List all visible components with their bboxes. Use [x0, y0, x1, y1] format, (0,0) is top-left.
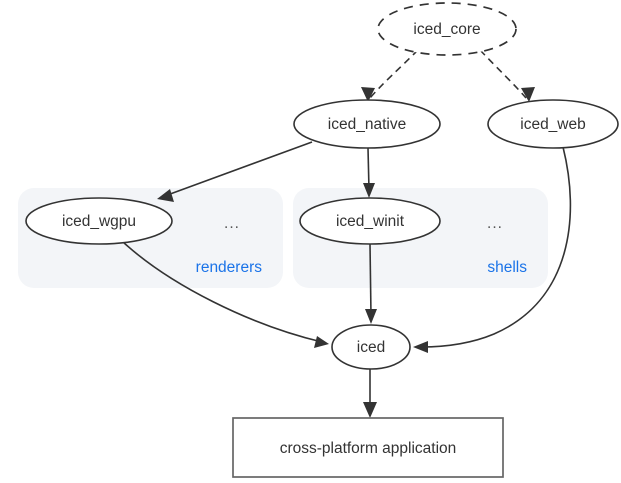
node-iced-native[interactable]: iced_native: [293, 99, 441, 149]
edge-web-to-iced: [420, 146, 572, 348]
edge-winit-to-iced-arrowhead: [365, 309, 377, 324]
node-iced-label: iced: [357, 339, 385, 356]
renderers-more-icon: ...: [224, 215, 240, 232]
group-label-shells: shells: [487, 259, 527, 276]
node-application[interactable]: cross-platform application: [232, 417, 504, 478]
edge-web-to-iced-arrowhead: [413, 341, 428, 353]
node-iced-winit-shape: [299, 197, 441, 245]
edges-layer: [122, 49, 572, 418]
edge-iced-to-application-arrowhead: [363, 402, 377, 418]
shells-more-icon: ...: [487, 215, 503, 232]
edge-core-to-web-arrowhead: [521, 87, 535, 102]
node-iced-web-shape: [487, 99, 619, 149]
node-iced-core-label: iced_core: [413, 21, 480, 38]
edge-wgpu-to-iced: [122, 241, 323, 343]
edge-native-to-winit-arrowhead: [363, 183, 375, 198]
nodes-layer: iced_core iced_native iced_web iced_wgpu…: [25, 2, 619, 478]
node-iced-winit[interactable]: iced_winit: [299, 197, 441, 245]
edge-core-to-native-arrowhead: [361, 87, 375, 102]
group-label-renderers: renderers: [196, 259, 263, 276]
node-iced-wgpu[interactable]: iced_wgpu: [25, 197, 173, 245]
node-iced-native-shape: [293, 99, 441, 149]
node-application-shape: [232, 417, 504, 478]
node-iced-core-shape: [377, 2, 517, 56]
node-iced-winit-label: iced_winit: [336, 213, 405, 230]
node-iced-core[interactable]: iced_core: [377, 2, 517, 56]
more-markers-layer: ... ...: [224, 215, 503, 232]
node-iced[interactable]: iced: [331, 324, 411, 370]
node-iced-wgpu-shape: [25, 197, 173, 245]
edge-wgpu-to-iced-arrowhead: [314, 336, 329, 348]
edge-native-to-wgpu: [161, 141, 313, 198]
edge-native-to-wgpu-arrowhead: [157, 189, 174, 202]
node-iced-web[interactable]: iced_web: [487, 99, 619, 149]
edge-core-to-web: [479, 49, 527, 99]
edge-winit-to-iced: [369, 243, 372, 317]
node-iced-shape: [331, 324, 411, 370]
node-application-label: cross-platform application: [280, 440, 457, 457]
edge-core-to-native: [369, 49, 419, 99]
node-iced-wgpu-label: iced_wgpu: [62, 213, 136, 230]
node-iced-web-label: iced_web: [520, 116, 586, 133]
node-iced-native-label: iced_native: [328, 116, 406, 133]
group-labels-layer: renderers shells: [196, 259, 528, 276]
